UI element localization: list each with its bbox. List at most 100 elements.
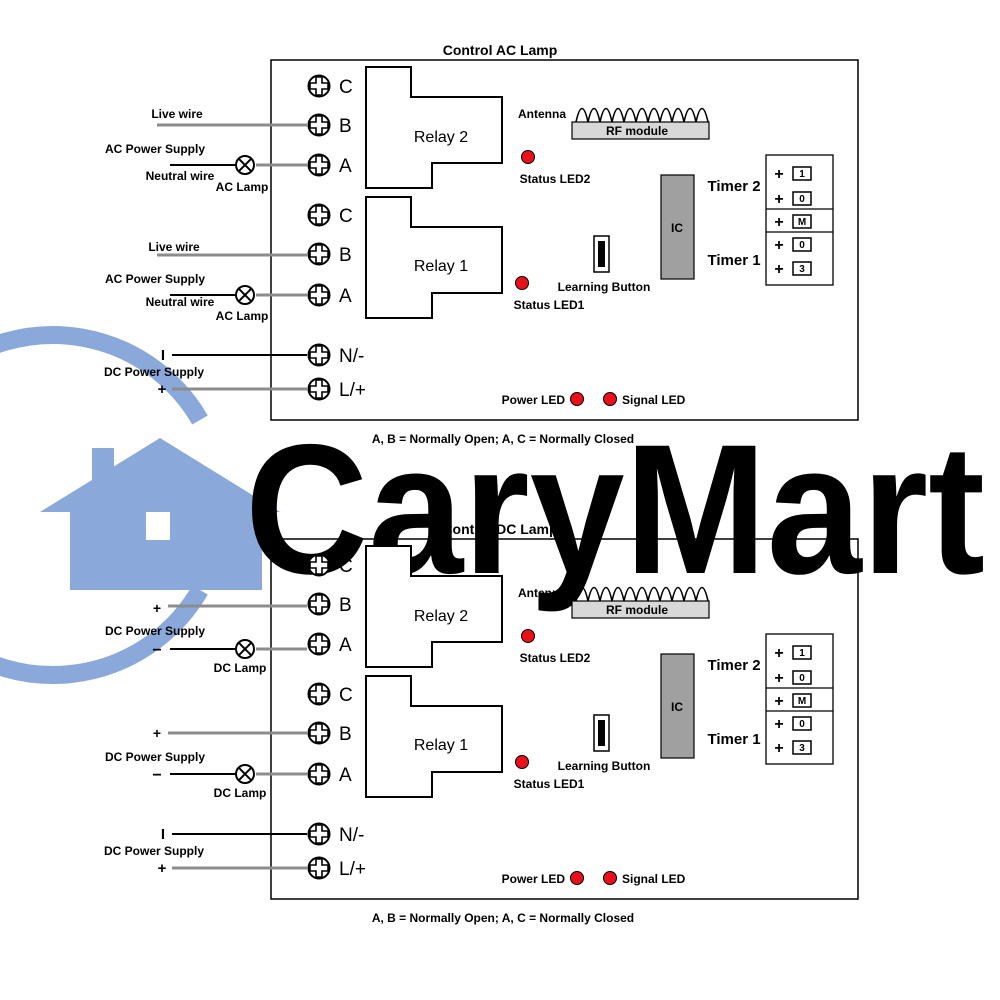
dc-input-supply-label: DC Power Supply [104,844,204,858]
dip-plus-1: + [774,191,783,208]
dc-input-supply-label: DC Power Supply [104,365,204,379]
dip-switch-3 [792,716,812,731]
footnote: A, B = Normally Open; A, C = Normally Cl… [372,911,634,925]
terminal-relay2-b-label: B [339,116,352,137]
terminal-l-plus-screw [307,377,331,401]
dip-switch-1 [792,670,812,685]
status-led2-label: Status LED2 [520,651,591,665]
dc-minus-2-label: − [152,767,161,784]
signal-led-label: Signal LED [622,393,686,407]
dip-switch-2 [792,214,812,229]
terminal-l-plus-screw [307,856,331,880]
dc-input-minus-label: I [161,347,165,364]
dc-lamp-1-icon [235,639,255,659]
power-led-label: Power LED [502,393,566,407]
terminal-l-plus-label: L/+ [339,380,366,401]
terminal-relay2-b-label: B [339,595,352,616]
dip-switch-3 [792,237,812,252]
dc-supply-1-label: DC Power Supply [105,624,205,638]
dip-switch-1 [792,191,812,206]
panel-title: Control DC Lamp [442,521,557,537]
terminal-l-plus-label: L/+ [339,859,366,880]
dc-lamp-2-icon [235,764,255,784]
terminal-relay1-c-screw [307,682,331,706]
dip-plus-4: + [774,740,783,757]
terminal-relay2-b-screw [307,113,331,137]
live-wire-2-label: Live wire [148,240,200,254]
antenna-coil-icon [575,107,709,123]
ic-chip [660,174,695,280]
neutral-wire-label: Neutral wire [146,169,215,183]
dip-switch-label-2: M [798,217,806,228]
rf-module [571,121,710,140]
dip-switch-label-4: 3 [799,264,805,275]
dip-plus-2: + [774,214,783,231]
dip-plus-0: + [774,166,783,183]
status-led1-label: Status LED1 [514,777,585,791]
terminal-relay2-c-screw [307,553,331,577]
signal-led-icon [603,871,617,885]
footnote: A, B = Normally Open; A, C = Normally Cl… [372,432,634,446]
dip-plus-0: + [774,645,783,662]
terminal-relay2-a-screw [307,632,331,656]
ic-label: IC [671,221,683,235]
dip-switch-label-0: 1 [799,169,805,180]
timer-2-label: Timer 2 [707,178,760,195]
power-led-icon [570,871,584,885]
timer-1-label: Timer 1 [707,252,760,269]
terminal-relay1-a-screw [307,283,331,307]
dip-plus-3: + [774,237,783,254]
terminal-n-minus-screw [307,822,331,846]
terminal-relay1-c-label: C [339,206,353,227]
dip-switch-0 [792,645,812,660]
antenna-label: Antenna [518,107,566,121]
terminal-relay1-b-label: B [339,245,352,266]
timer-1-label: Timer 1 [707,731,760,748]
terminal-relay2-b-screw [307,592,331,616]
dip-switch-4 [792,261,812,276]
dc-plus-1-label: + [153,600,161,616]
relay-2-label: Relay 2 [414,608,468,625]
panel-title: Control AC Lamp [443,42,558,58]
dip-switch-label-4: 3 [799,743,805,754]
dc-input-plus-label: + [158,860,167,877]
status-led2-label: Status LED2 [520,172,591,186]
dc-supply-2-label: DC Power Supply [105,750,205,764]
dip-switch-label-0: 1 [799,648,805,659]
terminal-relay1-c-label: C [339,685,353,706]
dc-minus-1-label: − [152,642,161,659]
ac-supply-label: AC Power Supply [105,142,205,156]
dip-plus-3: + [774,716,783,733]
dip-plus-1: + [774,670,783,687]
relay-1-label: Relay 1 [414,258,468,275]
live-wire-label: Live wire [151,107,203,121]
ic-chip [660,653,695,759]
antenna-coil-icon [575,586,709,602]
learning-button-label: Learning Button [558,759,651,773]
terminal-relay2-a-screw [307,153,331,177]
dip-switch-label-3: 0 [799,719,805,730]
ac-lamp-icon [235,155,255,175]
terminal-n-minus-screw [307,343,331,367]
dip-plus-4: + [774,261,783,278]
rf-module [571,600,710,619]
terminal-relay1-b-label: B [339,724,352,745]
terminal-n-minus-label: N/- [339,825,364,846]
status-led2-icon [521,629,535,643]
terminal-relay1-a-screw [307,762,331,786]
relay-2-label: Relay 2 [414,129,468,146]
terminal-relay2-a-label: A [339,635,352,656]
timer-2-label: Timer 2 [707,657,760,674]
status-led2-icon [521,150,535,164]
terminal-relay2-c-label: C [339,556,353,577]
house-logo-icon [0,326,280,684]
status-led1-label: Status LED1 [514,298,585,312]
dip-switch-label-2: M [798,696,806,707]
terminal-relay1-a-label: A [339,286,352,307]
terminal-relay1-b-screw [307,721,331,745]
status-led1-icon [515,755,529,769]
ac-lamp-2-label: AC Lamp [216,309,269,323]
